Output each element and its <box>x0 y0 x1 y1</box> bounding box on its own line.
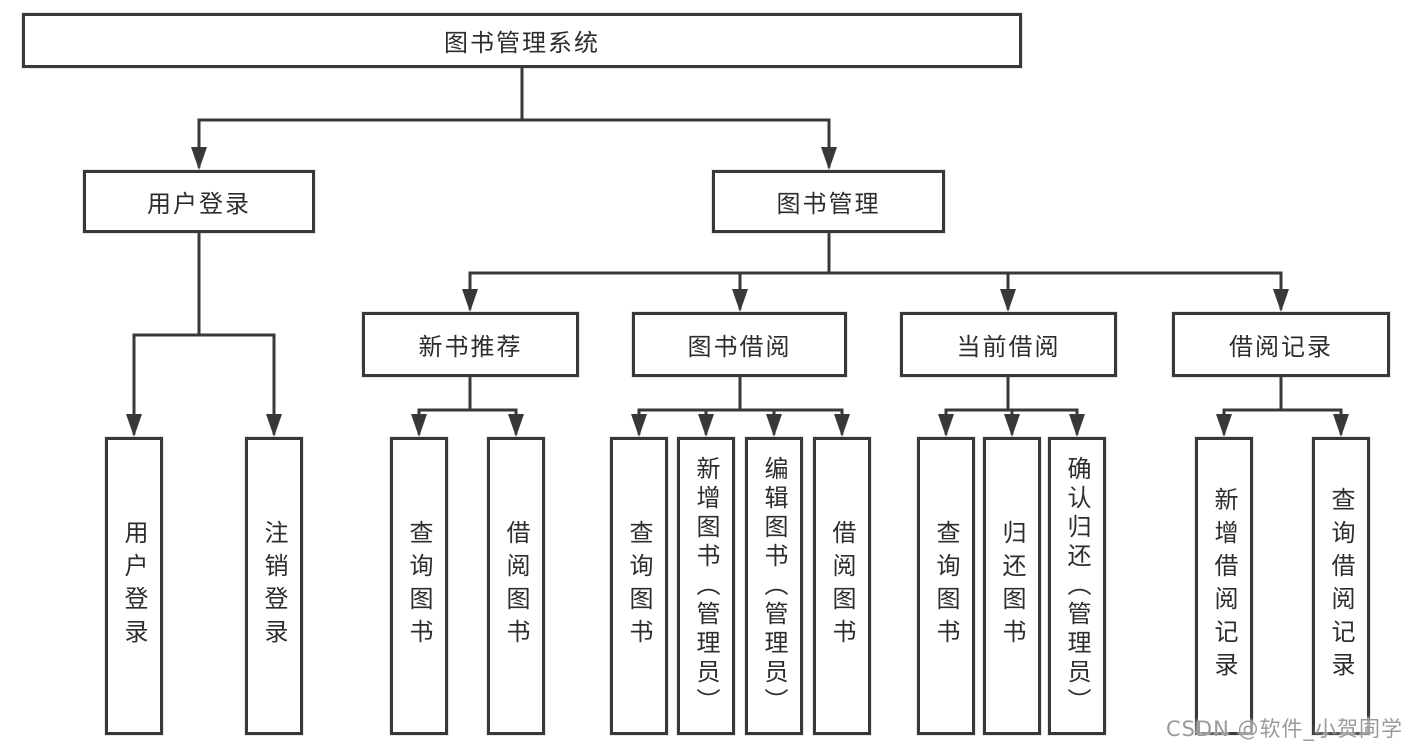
node-new-book-recommend: 新书推荐 <box>362 312 579 377</box>
leaf-borrow-books-2: 借阅图书 <box>813 437 871 735</box>
arrowheads <box>126 147 1349 437</box>
node-book-borrow: 图书借阅 <box>632 312 847 377</box>
leaf-edit-book-admin-label: 编辑图书（管理员） <box>760 455 788 717</box>
leaf-query-books-2-label: 查询图书 <box>625 520 653 652</box>
leaf-return-book: 归还图书 <box>983 437 1041 735</box>
leaf-borrow-books-1-label: 借阅图书 <box>502 520 530 652</box>
node-user-login: 用户登录 <box>83 170 315 233</box>
leaf-add-book-admin: 新增图书（管理员） <box>677 437 735 735</box>
leaf-borrow-books-1: 借阅图书 <box>487 437 545 735</box>
leaf-query-books-1: 查询图书 <box>390 437 448 735</box>
connector-records-to-leaves <box>1222 375 1343 435</box>
watermark: CSDN @软件_小贺同学 <box>1165 717 1403 741</box>
leaf-add-book-admin-label: 新增图书（管理员） <box>692 455 720 717</box>
connector-bookmgmt-to-level2 <box>468 231 1283 310</box>
node-borrow-records: 借阅记录 <box>1172 312 1390 377</box>
leaf-query-books-1-label: 查询图书 <box>405 520 433 652</box>
node-book-management: 图书管理 <box>712 170 945 233</box>
node-current-borrow: 当前借阅 <box>900 312 1117 377</box>
leaf-user-login-label: 用户登录 <box>120 520 148 652</box>
node-book-borrow-label: 图书借阅 <box>687 333 792 361</box>
node-root-label: 图书管理系统 <box>444 29 600 57</box>
leaf-add-borrow-record: 新增借阅记录 <box>1195 437 1253 735</box>
leaf-query-books-2: 查询图书 <box>610 437 668 735</box>
node-current-borrow-label: 当前借阅 <box>956 333 1061 361</box>
leaf-return-book-label: 归还图书 <box>998 520 1026 652</box>
node-root: 图书管理系统 <box>22 13 1022 68</box>
leaf-query-borrow-record: 查询借阅记录 <box>1312 437 1370 735</box>
connector-borrowing-to-leaves <box>637 375 844 435</box>
leaf-confirm-return-admin: 确认归还（管理员） <box>1048 437 1106 735</box>
leaf-borrow-books-2-label: 借阅图书 <box>828 520 856 652</box>
leaf-user-login: 用户登录 <box>105 437 163 735</box>
leaf-confirm-return-admin-label: 确认归还（管理员） <box>1063 455 1091 717</box>
connector-userlogin-to-leaves <box>132 231 276 435</box>
leaf-add-borrow-record-label: 新增借阅记录 <box>1210 487 1238 685</box>
connector-newbook-to-leaves <box>417 375 518 435</box>
node-borrow-records-label: 借阅记录 <box>1229 333 1333 361</box>
leaf-query-borrow-record-label: 查询借阅记录 <box>1327 487 1355 685</box>
node-user-login-label: 用户登录 <box>147 190 251 218</box>
node-new-book-recommend-label: 新书推荐 <box>418 333 523 361</box>
leaf-logout-label: 注销登录 <box>260 520 288 652</box>
leaf-query-books-3-label: 查询图书 <box>932 520 960 652</box>
connector-root-to-level1 <box>197 66 831 168</box>
leaf-edit-book-admin: 编辑图书（管理员） <box>745 437 803 735</box>
leaf-logout: 注销登录 <box>245 437 303 735</box>
node-book-management-label: 图书管理 <box>776 190 881 218</box>
leaf-query-books-3: 查询图书 <box>917 437 975 735</box>
